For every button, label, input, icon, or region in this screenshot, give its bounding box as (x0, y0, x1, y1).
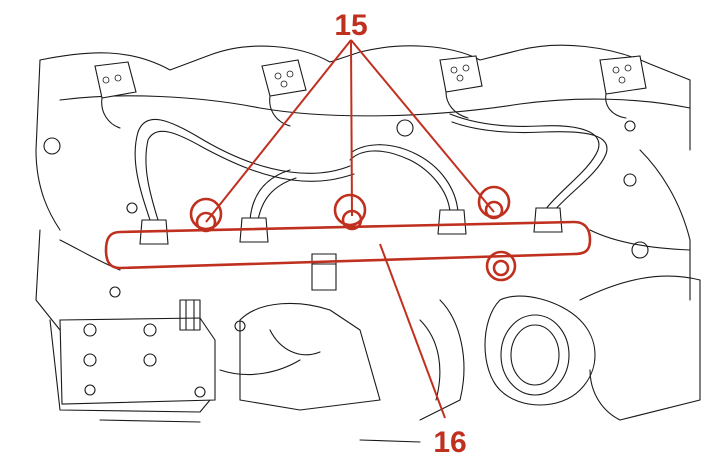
leader-16 (379, 243, 446, 419)
fuel-rail-highlight (104, 220, 592, 270)
fuel-rail (104, 220, 592, 270)
injector-clamp-bolt-2 (333, 193, 367, 231)
injector-connector-2 (261, 59, 307, 127)
injector-connector-4 (599, 55, 647, 119)
leader-15-center (350, 39, 353, 217)
engine-line-drawing (35, 44, 701, 443)
leader-lines (205, 39, 495, 419)
callout-15: 15 (334, 9, 367, 42)
fuel-rail-mount-bolt (485, 250, 517, 282)
injector-clamp-bolt-1 (189, 197, 223, 233)
injector-clamp-bolt-3 (477, 185, 511, 220)
leader-15-left (205, 39, 352, 223)
bolt-highlight (189, 185, 517, 282)
callout-16: 16 (433, 426, 466, 459)
leader-15-right (350, 39, 495, 213)
injector-connector-3 (439, 55, 483, 119)
injector-connector-1 (94, 61, 137, 129)
